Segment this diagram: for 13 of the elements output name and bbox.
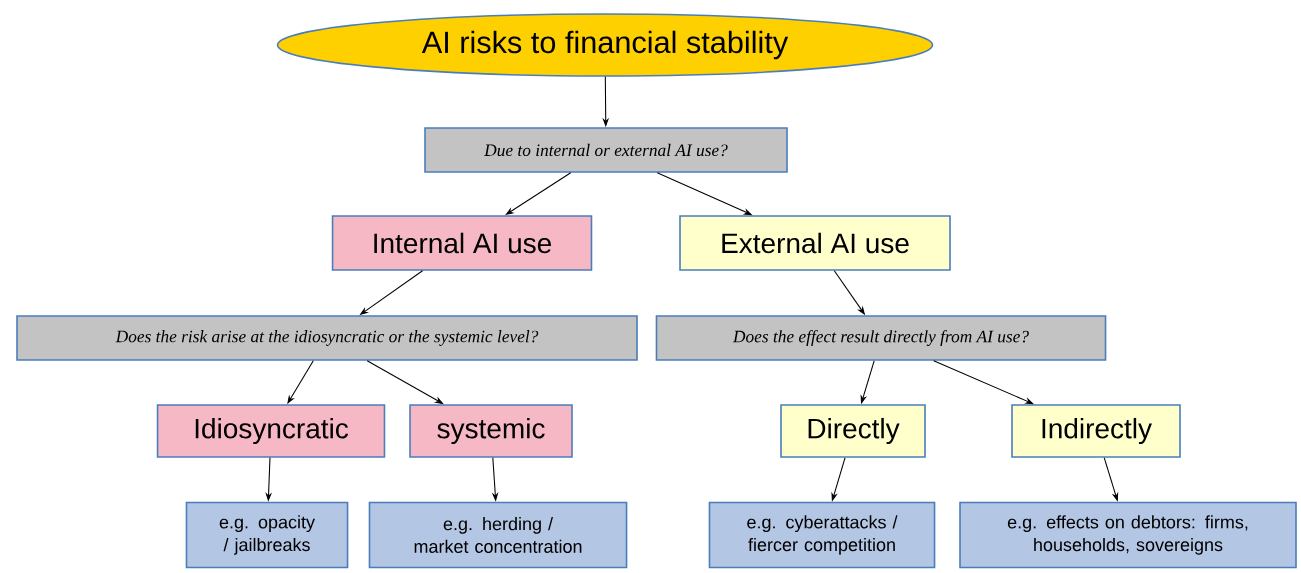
- question-box: Does the risk arise at the idiosyncratic or the systemic level?: [16, 315, 638, 361]
- category-box: Internal AI use: [331, 215, 593, 271]
- category-box: External AI use: [679, 215, 951, 271]
- category-box: Indirectly: [1011, 404, 1181, 458]
- example-box: e.g. opacity / jailbreaks: [185, 501, 349, 569]
- question-box: Does the effect result directly from AI use?: [655, 315, 1107, 361]
- category-box: Idiosyncratic: [156, 404, 386, 458]
- category-box: Directly: [780, 404, 926, 458]
- example-box: e.g. effects on debtors: firms, households, sovereigns: [959, 501, 1297, 569]
- category-box: systemic: [409, 404, 573, 458]
- question-box: Due to internal or external AI use?: [424, 127, 788, 173]
- example-box: e.g. herding / market concentration: [368, 501, 628, 569]
- example-box: e.g. cyberattacks / fiercer competition: [708, 501, 936, 569]
